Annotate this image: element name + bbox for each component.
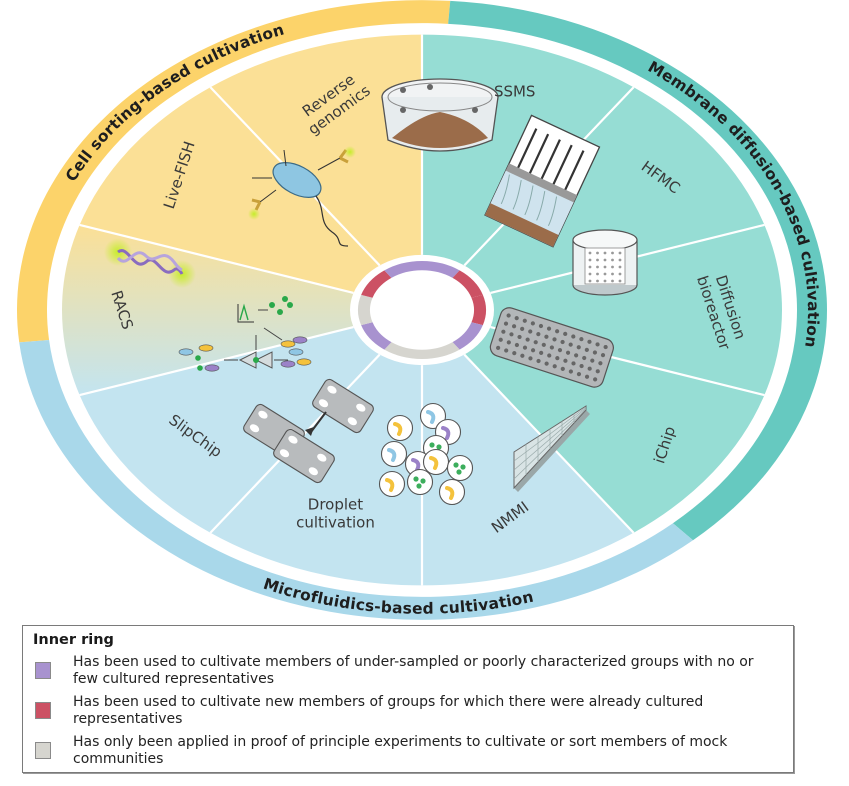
hub <box>350 254 494 366</box>
ichip-plate-icon <box>489 307 614 388</box>
legend-item-under-sampled: Has been used to cultivate members of un… <box>35 654 775 694</box>
legend-item-proof-of-principle: Has only been applied in proof of princi… <box>35 734 775 774</box>
cultivation-methods-wheel: SSMSHFMCDiffusionbioreactoriChipNMMIDrop… <box>16 0 828 620</box>
legend-text: Has been used to cultivate members of un… <box>73 654 754 687</box>
wedge-label-line: Droplet <box>308 496 363 514</box>
inner-ring-segment-ichip <box>452 322 483 350</box>
antibody-bacterium-icon <box>248 146 356 247</box>
legend-item-new-members: Has been used to cultivate new members o… <box>35 694 775 734</box>
wedge-slipchip <box>79 326 381 533</box>
hollow-fiber-chamber-icon <box>484 114 601 248</box>
droplets-icon <box>378 402 474 506</box>
method-icons <box>104 78 638 506</box>
membrane-grid-icon <box>513 405 590 492</box>
wedge-reverse-genomics <box>210 34 422 267</box>
wedge-live-fish <box>79 87 381 294</box>
outer-ring-segment-microfluidics <box>19 339 693 620</box>
inner-ring-segment-racs <box>358 294 373 326</box>
inner-ring-segment-live-fish <box>361 270 392 298</box>
wedge-diffusion-bioreactor <box>488 224 782 396</box>
inner-ring-segment-diffusion-bioreactor <box>471 294 486 326</box>
inner-ring-legend: Inner ring Has been used to cultivate me… <box>22 625 794 773</box>
inner-status-ring <box>358 261 486 359</box>
legend-text: Has been used to cultivate new members o… <box>73 694 704 727</box>
soil-dish-icon <box>381 78 499 152</box>
wedge-racs <box>62 224 356 396</box>
wedge-divider <box>79 223 354 295</box>
wedge-hfmc <box>463 87 765 294</box>
legend-swatch-under-sampled <box>35 662 51 679</box>
wedge-ichip <box>463 326 765 533</box>
outer-ring-segment-membrane-diffusion <box>448 0 828 541</box>
inner-ring-segment-hfmc <box>452 270 483 298</box>
inner-ring-segment-nmmi <box>422 342 460 359</box>
inner-ring-segment-reverse-genomics <box>384 261 422 278</box>
wedge-label-line: SSMS <box>494 83 536 101</box>
bioreactor-cylinder-icon <box>572 229 638 296</box>
wedge-label-ssms: SSMS <box>494 83 536 101</box>
legend-swatch-new-members <box>35 702 51 719</box>
legend-text: Has only been applied in proof of princi… <box>73 734 728 767</box>
raman-sorting-icon <box>178 296 312 372</box>
wedge-label-line: cultivation <box>296 514 375 532</box>
inner-ring-segment-ssms <box>422 261 460 278</box>
dna-probe-icon <box>104 238 196 288</box>
wedge-divider <box>79 325 354 397</box>
inner-ring-segment-slipchip <box>361 322 392 350</box>
outer-ring <box>16 0 828 620</box>
slipchip-plates-icon <box>243 378 374 484</box>
method-wedges <box>62 34 782 586</box>
inner-ring-segment-droplet <box>384 342 422 359</box>
legend-title: Inner ring <box>33 632 114 648</box>
legend-swatch-proof-of-principle <box>35 742 51 759</box>
